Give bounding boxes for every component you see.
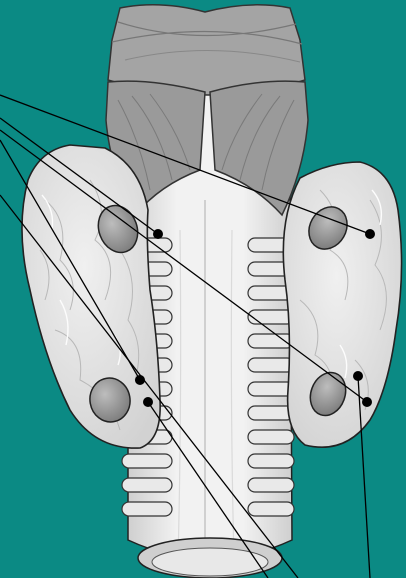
thyroid-parathyroid-illustration: [0, 0, 406, 578]
anatomy-diagram: [0, 0, 406, 578]
